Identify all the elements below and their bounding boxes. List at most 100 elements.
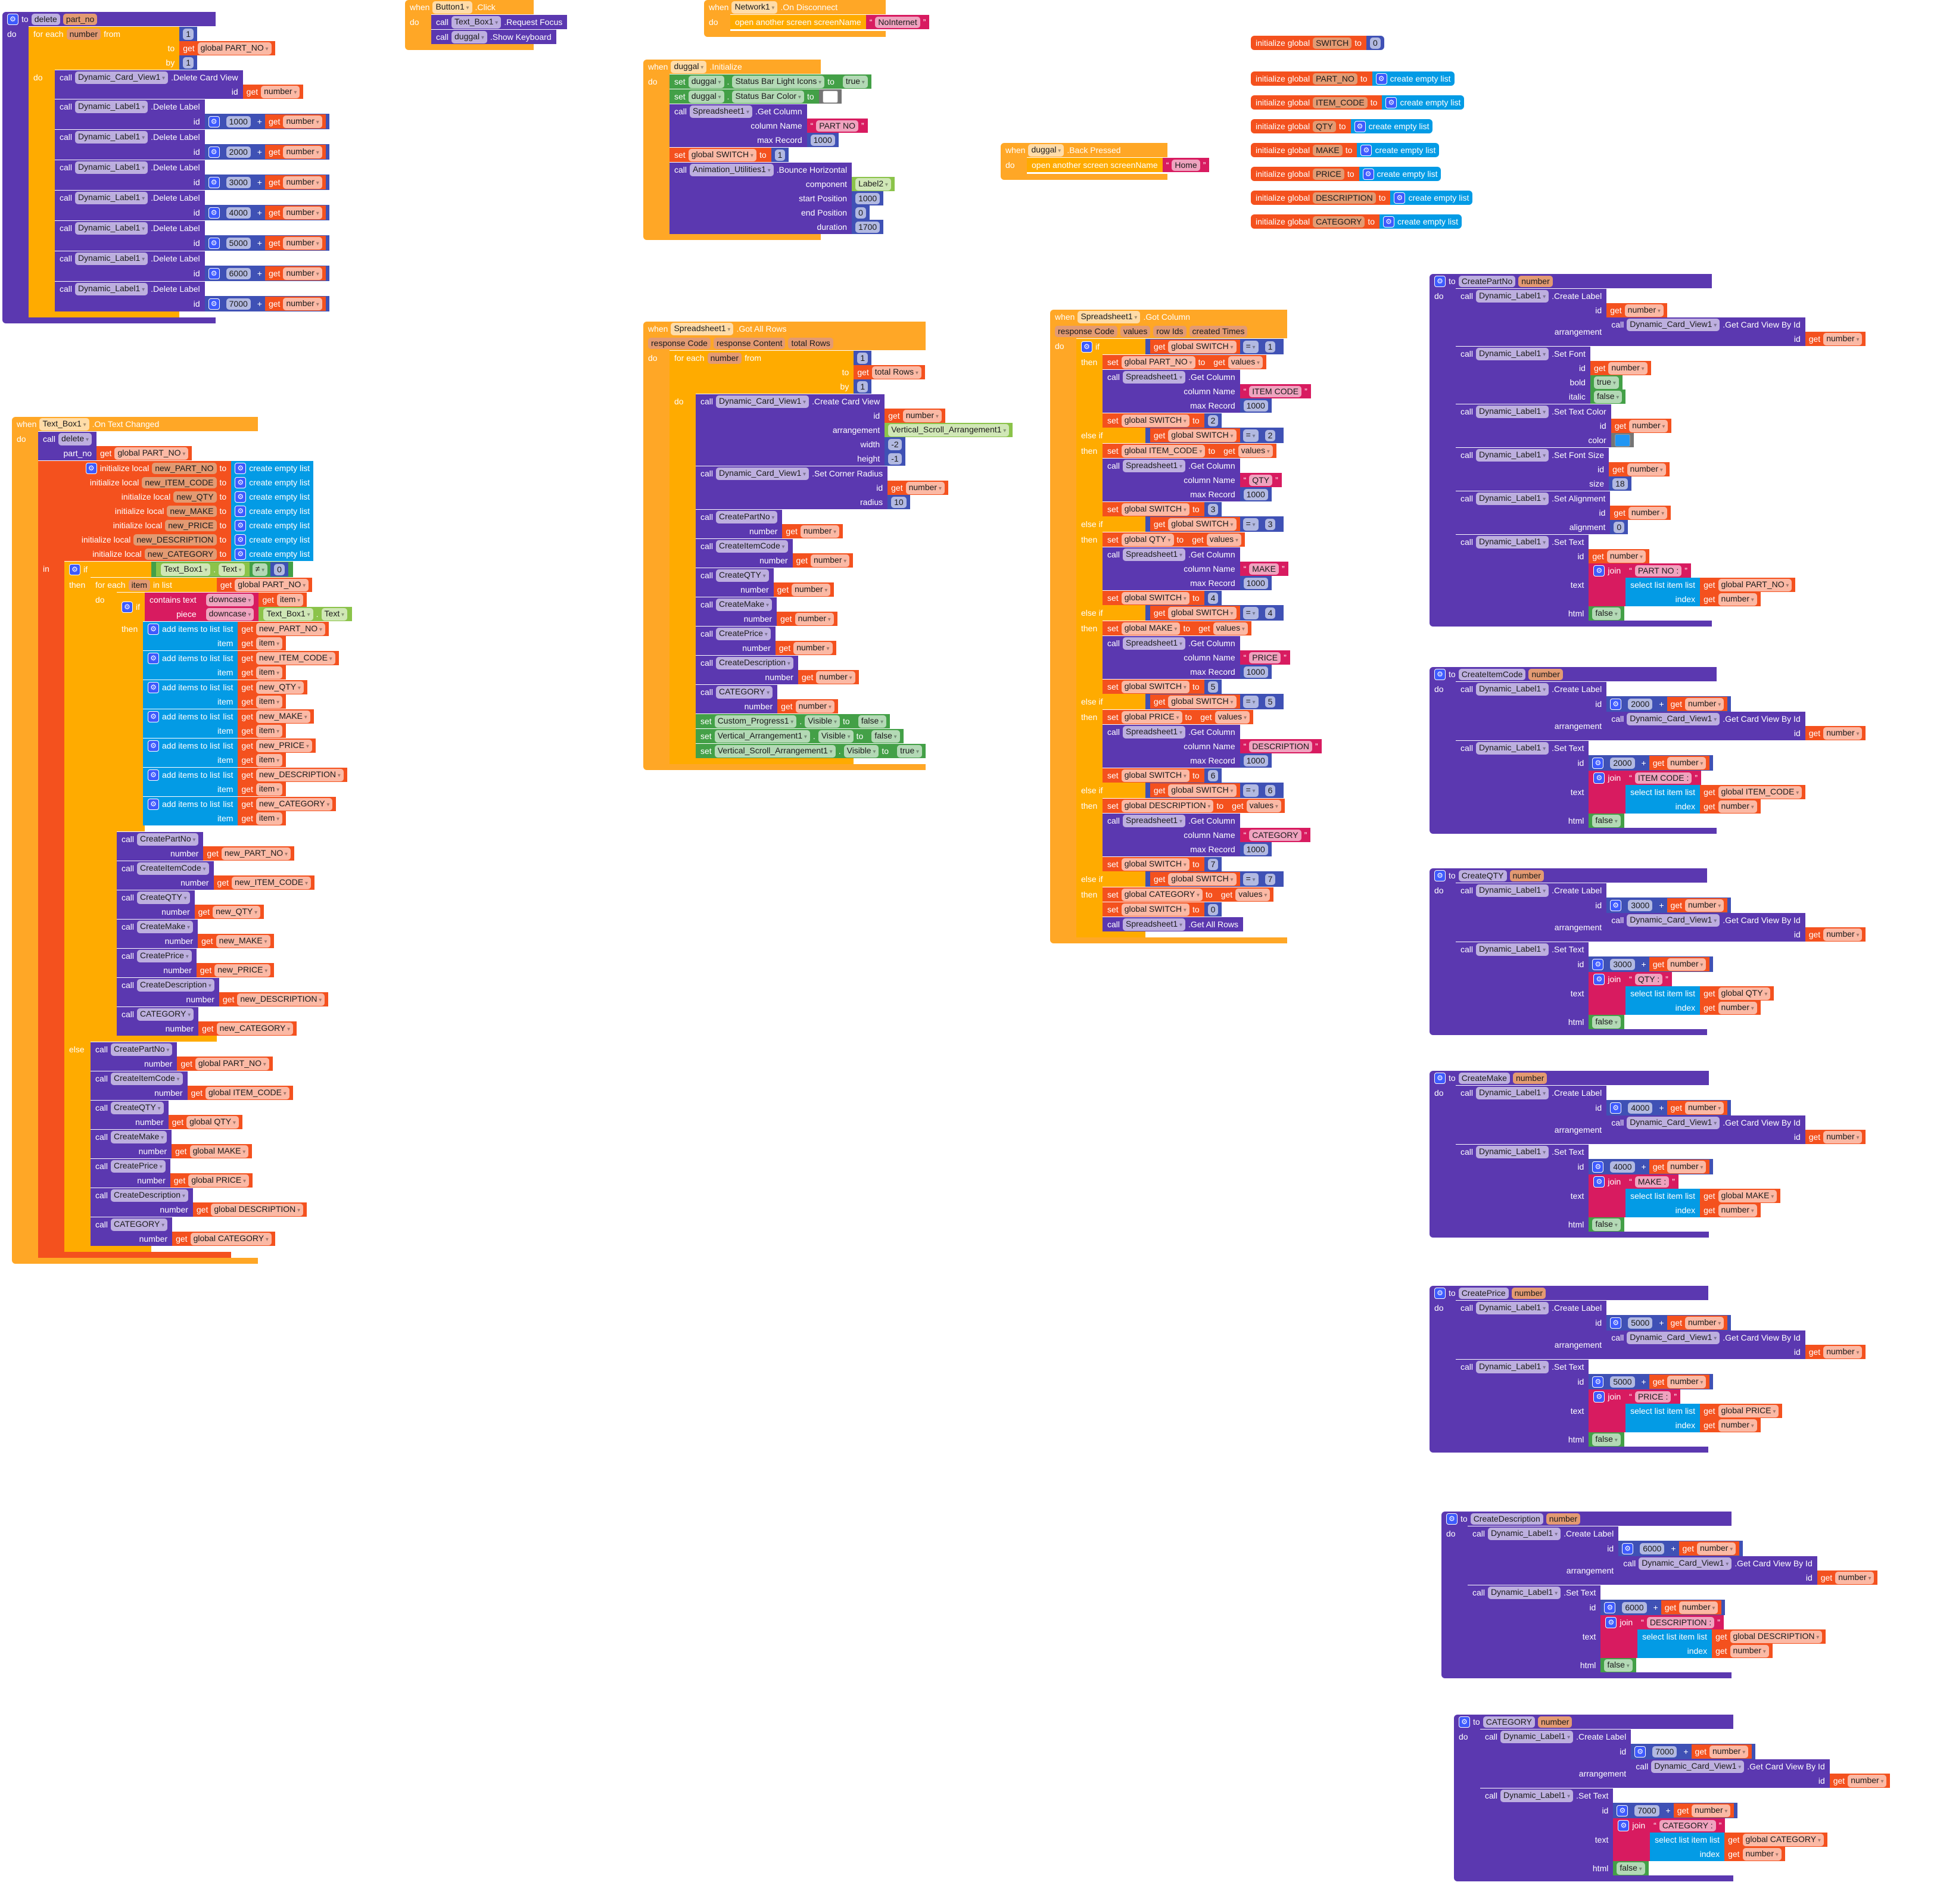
dropdown-field[interactable]: Spreadsheet1 [1123, 459, 1186, 472]
number-block[interactable]: 3000 [222, 175, 254, 189]
boolean-dropdown[interactable]: true [1593, 376, 1619, 389]
parameter-name-field[interactable]: item [128, 579, 151, 591]
dropdown-field[interactable]: Dynamic_Card_View1 [1627, 1116, 1720, 1129]
procedure-name-field[interactable]: CreateQTY [1458, 870, 1507, 881]
number-block[interactable]: 18 [1609, 476, 1631, 491]
number-block[interactable]: 5000 [1624, 1316, 1656, 1330]
parameter-name-field[interactable]: PART_NO [1313, 73, 1357, 85]
gear-icon[interactable] [235, 462, 247, 474]
text-string-block[interactable]: “DESCRIPTION :” [1637, 1615, 1724, 1629]
gear-icon[interactable] [148, 623, 159, 635]
number-block[interactable]: 7000 [1631, 1803, 1663, 1818]
parameter-name-field[interactable]: new_DESCRIPTION [133, 534, 217, 546]
gear-icon[interactable] [208, 298, 220, 310]
parameter-name-field[interactable]: response Code [1055, 325, 1117, 337]
text-field[interactable]: CATEGORY [1249, 829, 1301, 841]
dropdown-field[interactable]: Dynamic_Card_View1 [1627, 318, 1720, 331]
number-block[interactable]: 0 [1204, 902, 1222, 917]
parameter-name-field[interactable]: response Code [648, 337, 711, 349]
parameter-name-field[interactable]: QTY [1313, 120, 1336, 132]
number-block[interactable]: -1 [885, 451, 905, 466]
gear-icon[interactable] [148, 681, 159, 693]
color-block[interactable] [818, 89, 842, 104]
procedure-block[interactable]: callCreateDescriptionnumbergetnew_DESCRI… [117, 977, 329, 1006]
variable-dropdown[interactable]: item [256, 637, 283, 650]
variable-dropdown[interactable]: number [902, 409, 942, 422]
number-field[interactable]: -1 [888, 453, 902, 465]
dropdown-field[interactable]: Dynamic_Label1 [1488, 1527, 1561, 1540]
number-block[interactable]: 4 [1204, 591, 1222, 605]
number-field[interactable]: 1000 [810, 134, 835, 146]
variable-block[interactable]: initialize globalQTYtocreate empty list [1251, 119, 1433, 133]
dropdown-field[interactable]: global SWITCH [1121, 591, 1189, 604]
number-field[interactable]: 1700 [855, 221, 880, 233]
procedure-name-field[interactable]: CreateDescription [1470, 1513, 1543, 1525]
dropdown-field[interactable]: Dynamic_Card_View1 [716, 467, 809, 480]
boolean-dropdown[interactable]: false [1592, 1218, 1621, 1231]
variable-dropdown[interactable]: global MAKE [1718, 1189, 1777, 1202]
number-field[interactable]: 1 [183, 57, 194, 68]
parameter-name-field[interactable]: total Rows [788, 337, 833, 349]
procedure-block[interactable]: toCreateDescriptionnumberdocallDynamic_L… [1441, 1512, 1878, 1678]
text-string-block[interactable]: “MAKE” [1240, 562, 1288, 576]
text-block[interactable]: join“MAKE :”select list item listgetglob… [1589, 1174, 1781, 1217]
text-field[interactable]: QTY [1249, 474, 1273, 486]
parameter-name-field[interactable]: number [1537, 1716, 1572, 1728]
dropdown-field[interactable]: global SWITCH [1121, 903, 1189, 916]
text-field[interactable]: MAKE : [1634, 1176, 1670, 1188]
variable-dropdown[interactable]: number [1608, 362, 1648, 375]
gear-icon[interactable] [1618, 1819, 1630, 1831]
gear-icon[interactable] [1459, 1716, 1470, 1728]
create-empty-list-block[interactable]: create empty list [231, 518, 314, 532]
gear-icon[interactable] [148, 769, 159, 781]
number-field[interactable]: 4000 [226, 207, 251, 219]
top-level-block[interactable]: initialize globalPRICEtocreate empty lis… [1251, 167, 1441, 181]
number-block[interactable]: 1000 [806, 133, 839, 147]
number-block[interactable]: 0 [1610, 520, 1628, 534]
number-block[interactable]: 7000 [1649, 1744, 1681, 1759]
top-level-block[interactable]: toCreateQTYnumberdocallDynamic_Label1.Cr… [1430, 868, 1866, 1035]
dropdown-field[interactable]: Dynamic_Label1 [1476, 943, 1549, 956]
number-block[interactable]: 6 [1204, 768, 1222, 783]
text-block[interactable]: join“DESCRIPTION :”select list item list… [1600, 1615, 1826, 1658]
number-field[interactable]: 1 [857, 381, 868, 392]
boolean-dropdown[interactable]: false [1592, 814, 1621, 827]
number-block[interactable]: 5000 [1606, 1375, 1639, 1389]
dropdown-field[interactable]: Dynamic_Label1 [75, 222, 148, 235]
variable-dropdown[interactable]: global PRICE [188, 1174, 250, 1187]
create-empty-list-block[interactable]: create empty list [231, 461, 314, 475]
number-block[interactable]: 1 [179, 55, 197, 70]
variable-dropdown[interactable]: global PRICE [1718, 1404, 1779, 1417]
dropdown-field[interactable]: Dynamic_Label1 [75, 252, 148, 265]
dropdown-field[interactable]: CreatePartNo [137, 833, 199, 846]
variable-dropdown[interactable]: number [1742, 1847, 1782, 1861]
parameter-name-field[interactable]: number [1509, 870, 1544, 881]
procedure-block[interactable]: callCATEGORYnumbergetglobal CATEGORY [91, 1217, 275, 1246]
variable-dropdown[interactable]: number [1823, 928, 1863, 941]
create-empty-list-block[interactable]: create empty list [1350, 119, 1433, 133]
dropdown-field[interactable]: Dynamic_Label1 [1476, 535, 1549, 549]
